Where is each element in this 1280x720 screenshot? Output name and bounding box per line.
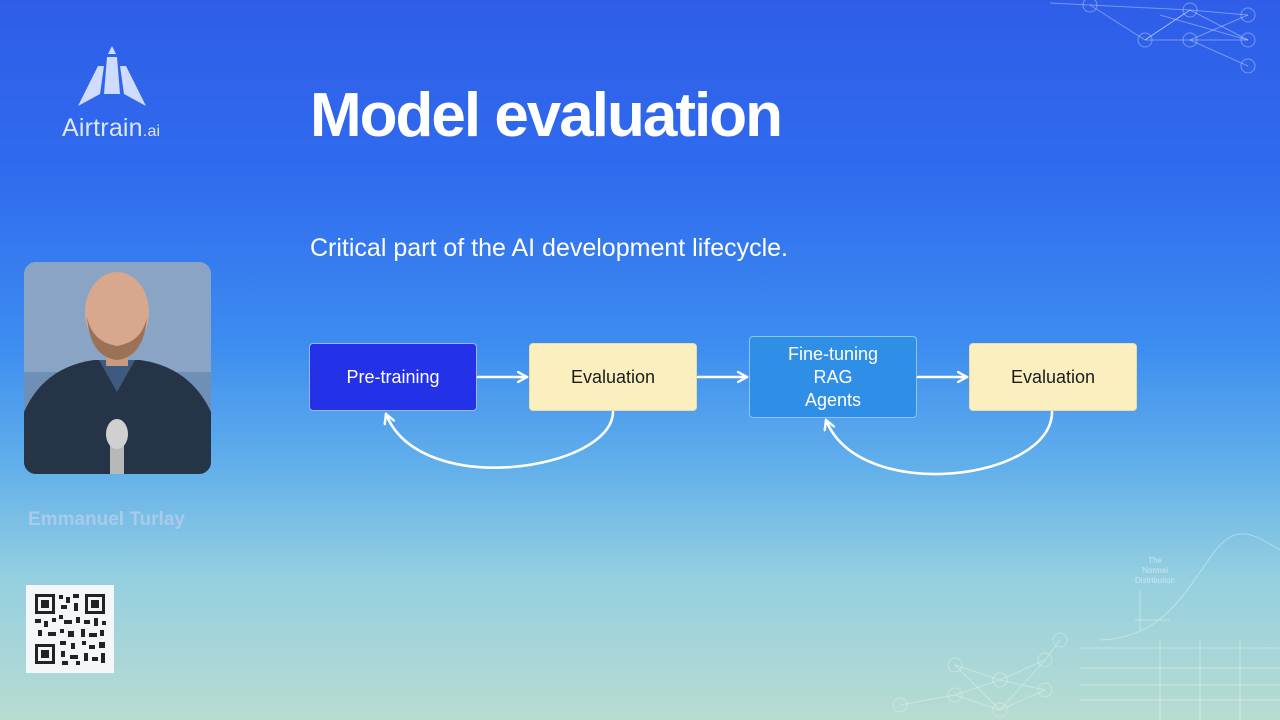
diagram-box-finetuning: Fine-tuning RAG Agents [749,336,917,418]
logo-wordmark: Airtrain.ai [62,114,160,143]
logo-suffix: .ai [142,123,161,140]
slide-subtitle: Critical part of the AI development life… [310,234,789,262]
diagram-box-pretraining: Pre-training [309,343,477,411]
diagram-box-label: Fine-tuning RAG Agents [787,343,879,410]
loop-arrow-evaluation-to-pretraining [386,410,615,469]
diagram-box-label: Evaluation [1010,366,1096,387]
loop-arrow-evaluation-to-finetuning [826,410,1054,476]
logo-name: Airtrain [62,114,143,142]
airtrain-logo-icon [78,46,146,106]
presenter-avatar [24,262,211,474]
presenter-webcam [24,262,211,474]
diagram-box-label: Pre-training [346,366,440,387]
diagram-box-evaluation-2: Evaluation [969,343,1137,411]
diagram-box-evaluation-1: Evaluation [529,343,697,411]
diagram-box-label: Evaluation [570,366,656,387]
slide-title: Model evaluation [310,81,783,150]
presenter-name: Emmanuel Turlay [28,509,185,530]
neural-network-decoration-icon [1049,0,1256,74]
neural-network-bottom-decoration-icon [892,632,1068,718]
qr-code-icon [26,585,114,673]
